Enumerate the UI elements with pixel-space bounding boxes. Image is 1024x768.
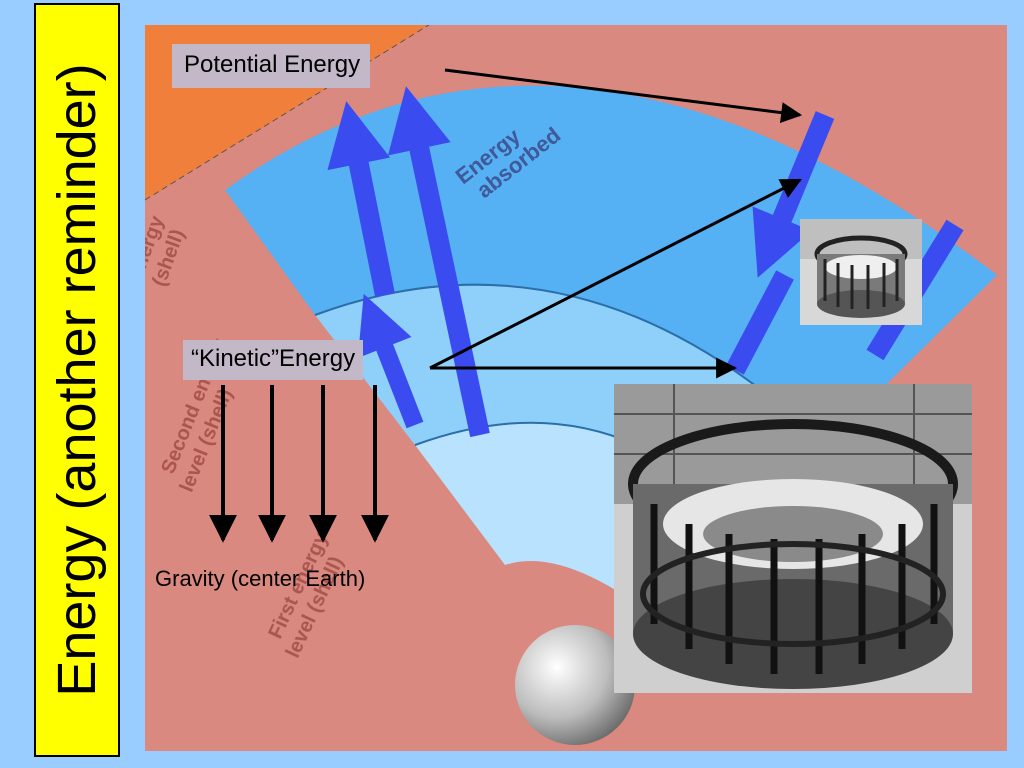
turbine-photo-small — [800, 219, 922, 325]
slide-title: Energy (another reminder) — [47, 63, 107, 697]
kinetic-energy-label: “Kinetic”Energy — [183, 340, 364, 380]
kinetic-pointer-arrow — [429, 178, 802, 370]
gravity-label: Gravity (center Earth) — [155, 566, 366, 591]
kinetic-suffix-text: Energy — [279, 345, 356, 372]
emitted-arrow — [726, 270, 794, 375]
absorbed-arrow — [387, 86, 490, 438]
potential-energy-label: Potential Energy — [172, 44, 371, 88]
sidebar: Energy (another reminder) — [34, 3, 120, 757]
nucleus-sphere-icon — [515, 625, 635, 745]
absorbed-arrow — [327, 101, 395, 297]
turbine-photo-large — [614, 384, 972, 693]
kinetic-quoted-text: “Kinetic” — [191, 345, 280, 372]
potential-pointer-arrow — [444, 68, 803, 124]
absorbed-arrow — [357, 293, 424, 429]
